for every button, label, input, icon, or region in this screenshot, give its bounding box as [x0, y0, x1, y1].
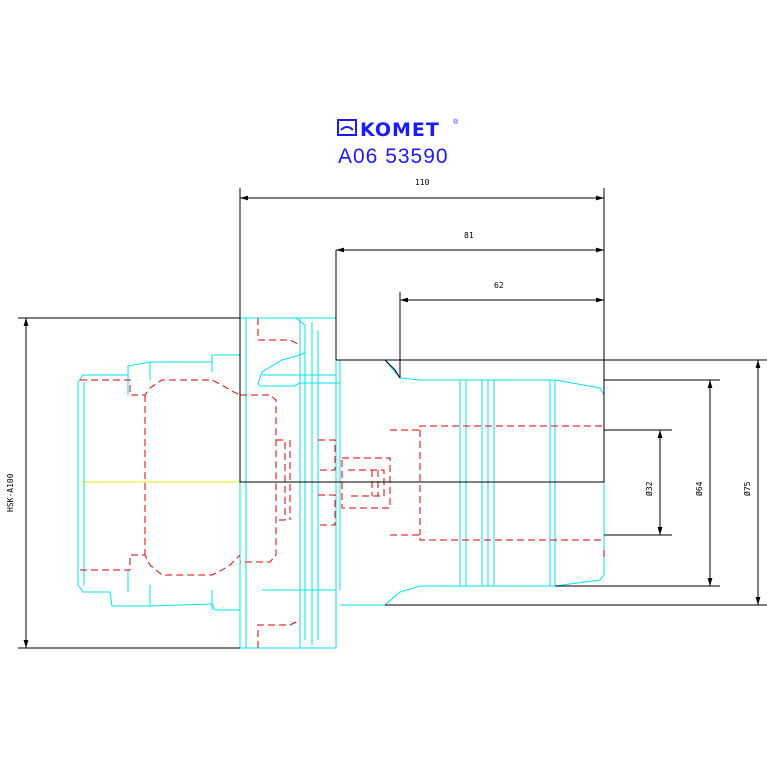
dim-mid-length: 81 [464, 231, 474, 240]
dim-bore-diameter: Ø32 [644, 481, 654, 496]
dim-shank-label: HSK-A100 [6, 473, 15, 512]
title-block: KOMET ® A06 53590 [337, 118, 459, 168]
komet-logo-icon [337, 119, 357, 136]
dim-body-diameter: Ø64 [694, 481, 704, 496]
part-number: A06 53590 [338, 145, 449, 168]
hidden-lines [80, 318, 605, 648]
dim-overall-length: 110 [415, 178, 430, 187]
dim-short-length: 62 [494, 281, 504, 290]
dimension-labels: 110 81 62 HSK-A100 Ø32 Ø64 Ø75 [6, 178, 752, 512]
tool-outline [77, 317, 605, 649]
brand-registered-mark: ® [453, 118, 459, 126]
dim-outer-diameter: Ø75 [742, 481, 752, 496]
dimension-lines [18, 188, 767, 649]
brand-name: KOMET [360, 119, 440, 141]
